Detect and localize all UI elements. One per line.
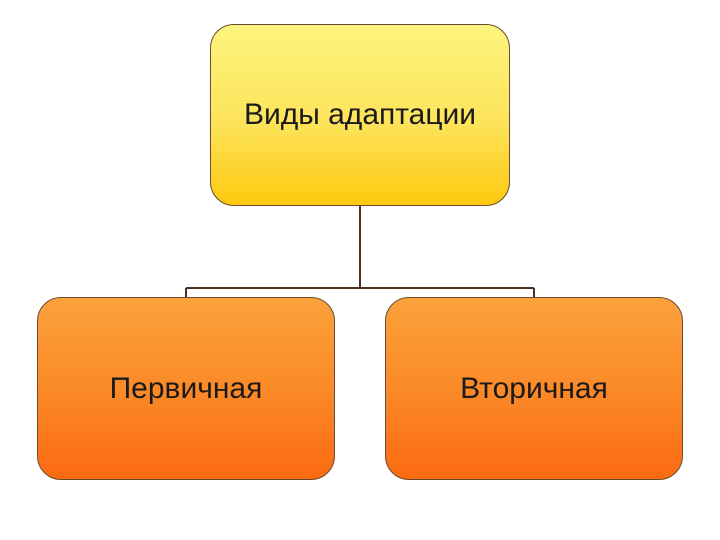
node-primary: Первичная xyxy=(37,297,335,480)
node-adaptation-types-label: Виды адаптации xyxy=(243,98,477,131)
node-primary-label: Первичная xyxy=(109,371,263,405)
node-secondary-label: Вторичная xyxy=(460,371,608,405)
node-adaptation-types: Виды адаптации xyxy=(210,24,510,206)
node-secondary: Вторичная xyxy=(385,297,683,480)
